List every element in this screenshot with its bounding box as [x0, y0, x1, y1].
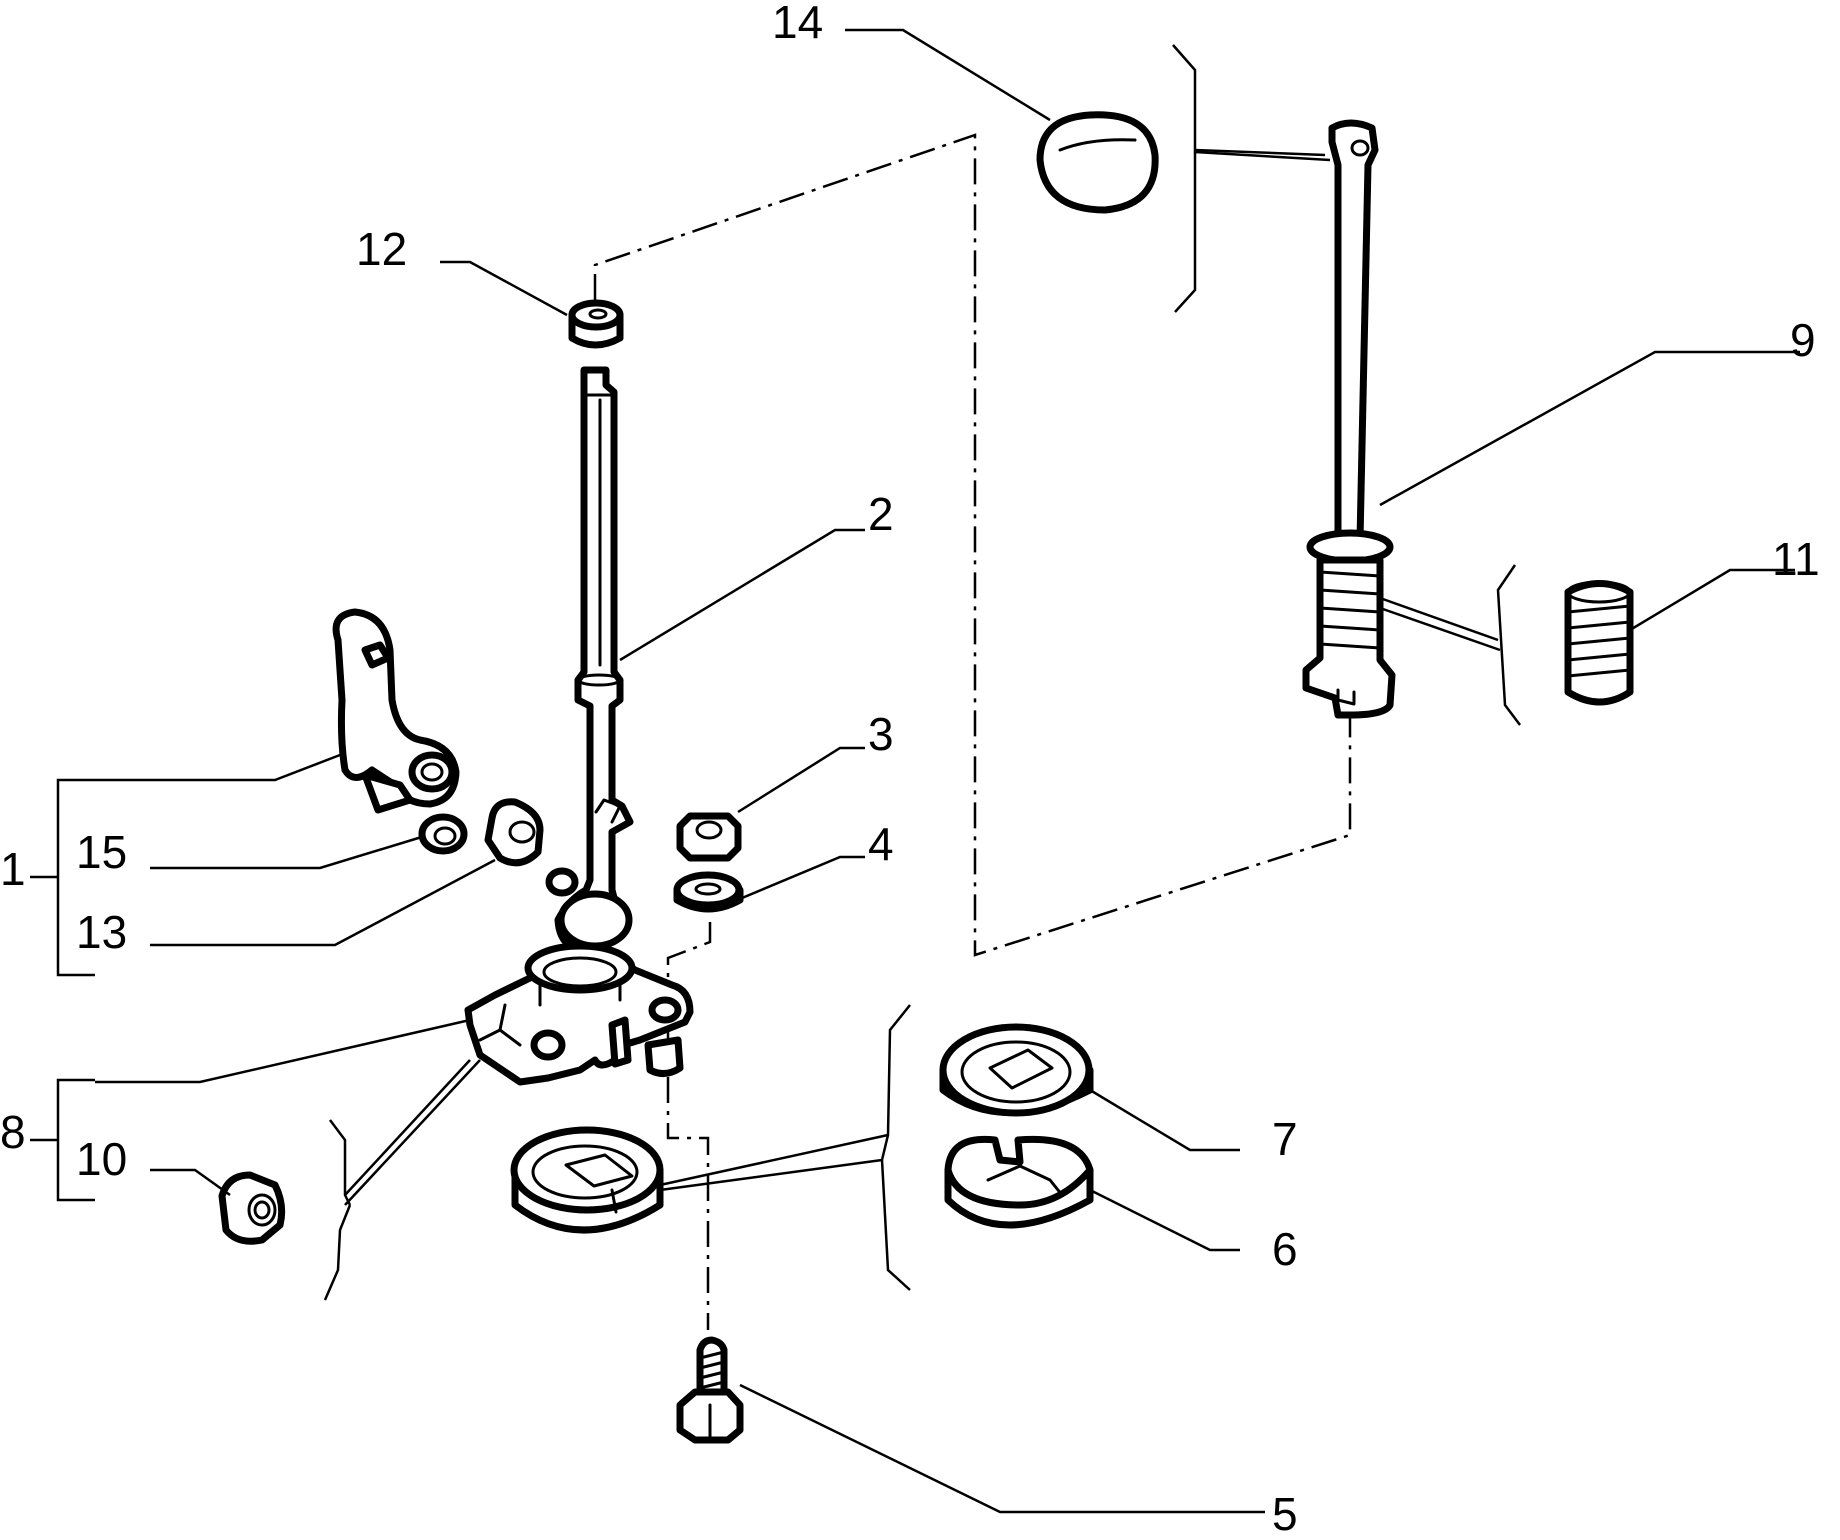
part-7-cap	[939, 1023, 1094, 1117]
part-2-selector-shaft	[545, 366, 634, 955]
part-13-roller	[484, 798, 544, 867]
part-4-washer	[673, 871, 744, 913]
brackets	[30, 44, 1521, 1301]
label-12: 12	[356, 223, 407, 275]
label-1: 1	[0, 843, 26, 895]
label-4: 4	[868, 818, 894, 870]
label-15: 15	[76, 826, 127, 878]
label-3: 3	[868, 708, 894, 760]
part-1-lever	[332, 608, 460, 814]
part-11-spring	[1564, 580, 1634, 706]
label-8: 8	[0, 1106, 26, 1158]
part-14-cap	[1036, 111, 1159, 214]
part-9-shaft	[1302, 119, 1396, 719]
label-2: 2	[868, 488, 894, 540]
part-3-nut	[676, 812, 742, 862]
part-10-bushing	[218, 1171, 286, 1245]
label-11: 11	[1772, 533, 1820, 585]
part-insert-ring	[510, 1126, 664, 1234]
label-5: 5	[1272, 1488, 1298, 1535]
label-6: 6	[1272, 1223, 1298, 1275]
label-9: 9	[1790, 314, 1816, 366]
label-14: 14	[772, 0, 823, 48]
part-6-ring	[944, 1135, 1094, 1229]
label-7: 7	[1272, 1113, 1298, 1165]
part-8-housing	[464, 942, 694, 1086]
part-5-bolt	[676, 1336, 744, 1444]
label-13: 13	[76, 906, 127, 958]
leader-lines	[95, 28, 1800, 1514]
part-15-circlip	[418, 813, 468, 855]
part-12-bushing	[568, 299, 624, 349]
label-10: 10	[76, 1133, 127, 1185]
